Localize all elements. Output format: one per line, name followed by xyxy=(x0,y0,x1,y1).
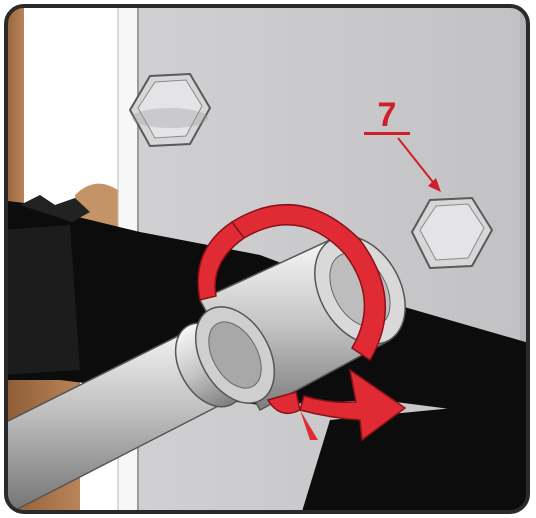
leader-arrow-icon xyxy=(397,137,441,192)
hex-bolt-right xyxy=(410,196,494,270)
callout-number: 7 xyxy=(364,98,410,135)
image-frame xyxy=(4,4,530,514)
hex-bolt-upper xyxy=(128,72,212,148)
socket-wrench xyxy=(6,235,406,512)
circular-arrow-icon xyxy=(197,204,407,442)
